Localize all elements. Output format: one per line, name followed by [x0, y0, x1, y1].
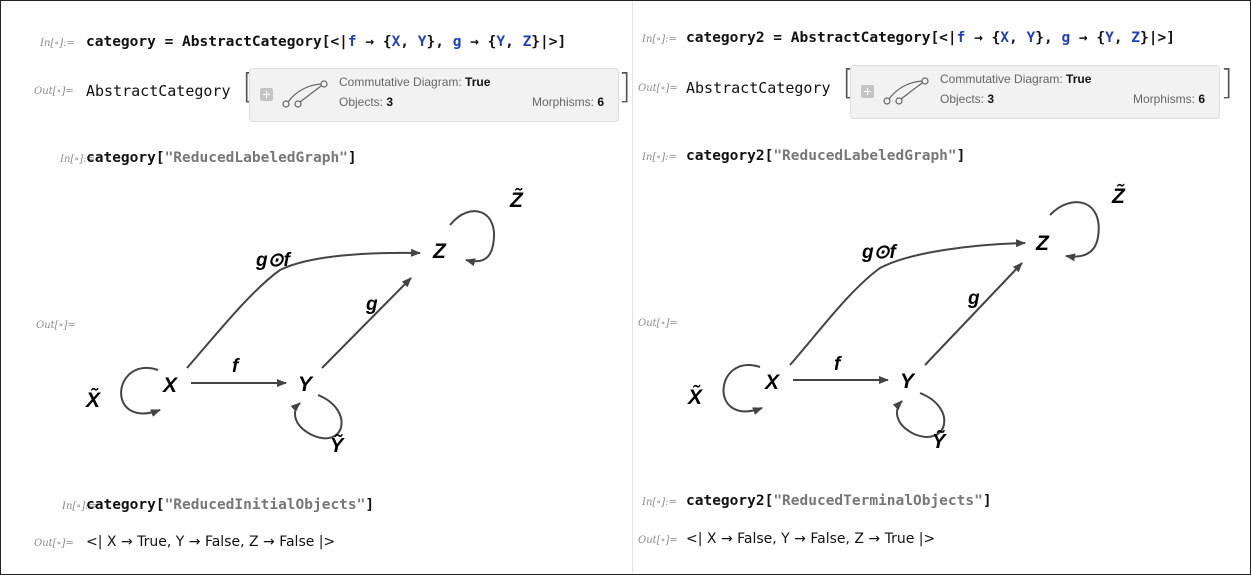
edge-gf	[789, 239, 1026, 366]
commutative-diagram-icon	[282, 80, 328, 108]
initial-objects-result: <| X → True, Y → False, Z → False |>	[86, 534, 336, 550]
abstract-category-summary-box[interactable]: Commutative Diagram: True Objects: 3 Mor…	[249, 68, 619, 122]
input-label: In[∘]:=	[40, 38, 75, 49]
output-label: Out[∘]=	[34, 86, 74, 97]
objects-field: Objects: 3	[339, 95, 394, 109]
identity-x: X̃	[85, 388, 102, 412]
notebook-pane-right: In[∘]:= category2 = AbstractCategory[<|f…	[634, 0, 1251, 575]
identity-y: Ỹ	[330, 434, 345, 457]
close-bracket: ]	[1220, 63, 1234, 103]
label-g: g	[365, 294, 378, 315]
identity-z: Z̃	[1111, 184, 1126, 208]
label-f: f	[232, 356, 240, 377]
code-token: category	[86, 34, 156, 50]
input-cell-reduced-initial-objects[interactable]: category["ReducedInitialObjects"]	[86, 497, 375, 513]
diagram-field: Commutative Diagram: True	[339, 75, 491, 89]
identity-x: X̃	[687, 385, 704, 409]
input-cell-category2-definition[interactable]: category2 = AbstractCategory[<|f → {X, Y…	[686, 30, 1175, 46]
input-label: In[∘]:=	[642, 34, 677, 45]
input-label: In[∘]:=	[642, 152, 677, 163]
pane-divider	[632, 2, 633, 573]
morphisms-field: Morphisms: 6	[1132, 92, 1205, 106]
morphisms-field: Morphisms: 6	[531, 95, 604, 109]
node-x: X	[764, 371, 781, 394]
labeled-graph-left[interactable]: X Y Z f g g⊙f X̃ Ỹ Z̃	[0, 170, 630, 470]
output-head: AbstractCategory	[86, 82, 231, 100]
loop-z	[1049, 201, 1100, 262]
input-label: In[∘]:=	[60, 154, 95, 165]
close-bracket: ]	[618, 67, 632, 107]
input-cell-reduced-labeled-graph[interactable]: category["ReducedLabeledGraph"]	[86, 150, 357, 166]
label-g: g	[967, 288, 980, 309]
loop-y	[892, 392, 946, 438]
loop-x	[722, 364, 763, 415]
loop-y	[290, 394, 343, 440]
node-y: Y	[900, 370, 916, 393]
node-z: Z	[1035, 232, 1050, 255]
output-label: Out[∘]=	[638, 535, 678, 546]
output-label: Out[∘]=	[638, 83, 678, 94]
output-label: Out[∘]=	[36, 320, 76, 331]
label-gf: g⊙f	[861, 242, 898, 263]
commutative-diagram-icon	[883, 77, 929, 105]
notebook-pane-left: In[∘]:= category = AbstractCategory[<|f …	[0, 34, 632, 550]
expand-plus-icon[interactable]	[260, 88, 273, 101]
label-gf: g⊙f	[255, 250, 292, 271]
terminal-objects-result: <| X → False, Y → False, Z → True |>	[686, 531, 936, 547]
identity-z: Z̃	[509, 188, 524, 212]
node-y: Y	[298, 373, 314, 396]
output-label: Out[∘]=	[34, 538, 74, 549]
input-label: In[∘]:=	[62, 501, 97, 512]
label-f: f	[834, 354, 842, 375]
edge-g	[321, 277, 412, 369]
input-cell-category-definition[interactable]: category = AbstractCategory[<|f → {X, Y}…	[86, 34, 567, 50]
edge-gf	[186, 248, 421, 369]
labeled-graph-right[interactable]: X Y Z f g g⊙f X̃ Ỹ Z̃	[634, 170, 1251, 470]
loop-z	[449, 210, 496, 267]
input-cell-reduced-terminal-objects[interactable]: category2["ReducedTerminalObjects"]	[686, 493, 992, 509]
output-label: Out[∘]=	[638, 318, 678, 329]
input-cell-reduced-labeled-graph[interactable]: category2["ReducedLabeledGraph"]	[686, 148, 966, 164]
diagram-field: Commutative Diagram: True	[940, 72, 1092, 86]
identity-y: Ỹ	[932, 430, 947, 453]
edge-g	[924, 262, 1023, 366]
node-z: Z	[432, 240, 447, 263]
abstract-category-summary-box[interactable]: Commutative Diagram: True Objects: 3 Mor…	[850, 65, 1220, 119]
objects-field: Objects: 3	[940, 92, 995, 106]
expand-plus-icon[interactable]	[861, 85, 874, 98]
input-label: In[∘]:=	[642, 497, 677, 508]
output-head: AbstractCategory	[686, 79, 831, 97]
loop-x	[120, 367, 161, 417]
node-x: X	[162, 374, 179, 397]
